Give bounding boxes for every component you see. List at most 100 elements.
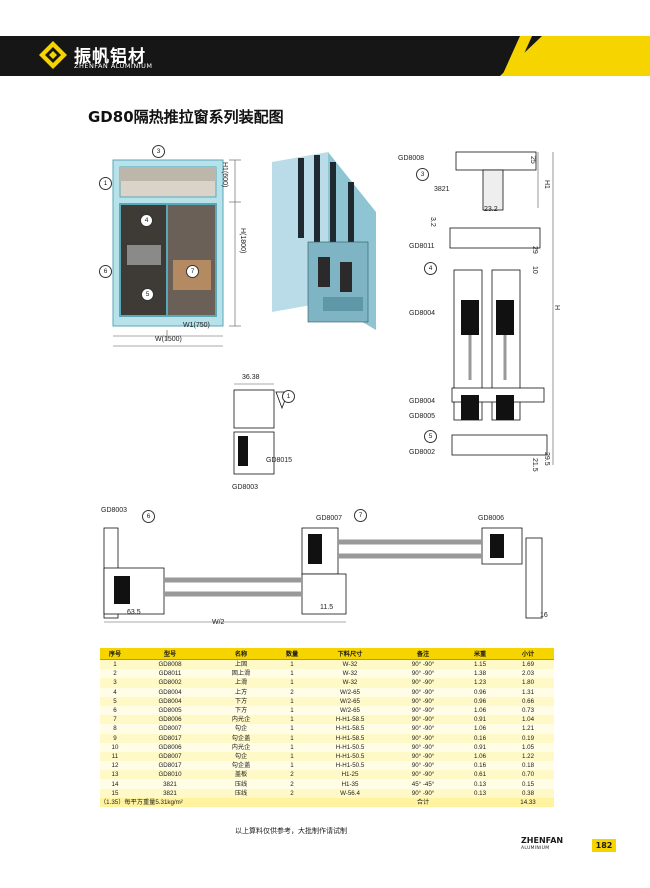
table-cell: 90° -90° — [388, 742, 458, 752]
dimension-label: H1 — [543, 180, 550, 189]
dimension-label: 23.2 — [484, 206, 498, 213]
table-cell: 1.21 — [502, 724, 554, 734]
table-cell: 0.15 — [502, 779, 554, 789]
vertical-section-drawing — [449, 151, 554, 465]
table-cell: W-32 — [312, 678, 388, 688]
brand-name: 振帆铝材 — [74, 47, 146, 67]
dimension-label: 16 — [540, 612, 548, 619]
callout-marker: 6 — [99, 265, 112, 278]
detail-section-drawing — [233, 383, 289, 475]
header-band: 振帆铝材 ZHENFAN ALUMINIUM — [0, 36, 650, 76]
dimension-label: 36.38 — [242, 374, 260, 381]
brand-name-en: ZHENFAN ALUMINIUM — [74, 62, 153, 70]
table-cell: 0.19 — [502, 733, 554, 743]
table-cell: 0.91 — [458, 715, 502, 725]
table-cell: 内光企 — [210, 742, 272, 752]
table-cell: H-H1-50.5 — [312, 751, 388, 762]
table-cell: 1 — [100, 659, 130, 670]
table-cell: 固上滑 — [210, 669, 272, 679]
h-dimension: H(1800) — [239, 228, 246, 254]
table-cell: 0.73 — [502, 705, 554, 716]
callout-marker: 3 — [152, 145, 165, 158]
table-cell: 90° -90° — [388, 724, 458, 734]
table-cell: 上固 — [210, 659, 272, 670]
h1-dimension: H1(600) — [221, 162, 228, 188]
profile-3d-render — [272, 152, 376, 330]
footer-brand: ZHENFAN — [521, 836, 564, 845]
table-cell: 1 — [272, 696, 312, 706]
table-cell: 下方 — [210, 696, 272, 706]
table-cell: 10 — [100, 742, 130, 752]
table-cell: 1.38 — [458, 669, 502, 679]
table-cell: 1 — [272, 761, 312, 771]
table-cell: GD8004 — [130, 687, 210, 697]
table-cell: 9 — [100, 733, 130, 743]
dimension-label: 25 — [529, 156, 536, 164]
window-elevation-drawing — [112, 159, 241, 347]
table-cell: 90° -90° — [388, 751, 458, 762]
table-cell: 1.23 — [458, 678, 502, 688]
table-cell: GD8006 — [130, 715, 210, 725]
table-cell: 90° -90° — [388, 659, 458, 670]
table-cell: 90° -90° — [388, 678, 458, 688]
table-cell: 6 — [100, 705, 130, 716]
callout-marker: 4 — [140, 214, 153, 227]
table-cell: 3821 — [130, 779, 210, 789]
table-cell: GD8006 — [130, 742, 210, 752]
table-cell: GD8004 — [130, 696, 210, 706]
table-cell: 0.70 — [502, 770, 554, 780]
dimension-label: H — [553, 305, 560, 311]
table-cell: GD8007 — [130, 724, 210, 734]
table-cell: 1 — [272, 724, 312, 734]
callout-marker: 5 — [424, 430, 437, 443]
table-cell: 3821 — [130, 788, 210, 798]
table-cell: 0.96 — [458, 687, 502, 697]
table-cell: 90° -90° — [388, 715, 458, 725]
w-dimension: W(1500) — [155, 336, 182, 343]
table-cell: 1 — [272, 751, 312, 762]
table-cell: 压线 — [210, 779, 272, 789]
table-cell: H-H1-58.5 — [312, 733, 388, 743]
profile-code-label: GD8004 — [409, 398, 436, 405]
column-header: 数量 — [272, 648, 312, 660]
table-cell — [458, 797, 502, 807]
profile-code-label: 3821 — [434, 186, 450, 193]
footer-brand-sub: ALUMINIUM — [521, 846, 550, 851]
table-cell: 13 — [100, 770, 130, 780]
table-cell: 90° -90° — [388, 788, 458, 798]
table-cell: 1 — [272, 715, 312, 725]
callout-marker: 7 — [354, 509, 367, 522]
table-cell: GD8005 — [130, 705, 210, 716]
profile-code-label: GD8002 — [409, 449, 436, 456]
table-cell: 2 — [272, 770, 312, 780]
disclaimer-note: 以上算料仅供参考，大批制作请试制 — [235, 828, 347, 835]
table-cell: W/2-65 — [312, 705, 388, 716]
table-cell: 90° -90° — [388, 770, 458, 780]
dimension-label: 29 — [531, 246, 538, 254]
horizontal-section-drawing — [103, 527, 543, 623]
table-cell: 45° -45° — [388, 779, 458, 789]
table-header-row: 序号 型号 名称 数量 下料尺寸 备注 米重 小计 — [100, 648, 554, 660]
brand-logo-icon — [39, 41, 67, 69]
column-header: 备注 — [388, 648, 458, 660]
profile-code-label: GD8004 — [409, 310, 436, 317]
table-cell: 90° -90° — [388, 761, 458, 771]
dimension-label: 21.5 — [531, 458, 538, 472]
callout-marker: 4 — [424, 262, 437, 275]
profile-code-label: GD8008 — [398, 155, 425, 162]
table-cell: 90° -90° — [388, 733, 458, 743]
table-cell: W-32 — [312, 669, 388, 679]
table-cell: 2 — [272, 788, 312, 798]
table-cell: 1.31 — [502, 687, 554, 697]
table-cell: 1 — [272, 678, 312, 688]
